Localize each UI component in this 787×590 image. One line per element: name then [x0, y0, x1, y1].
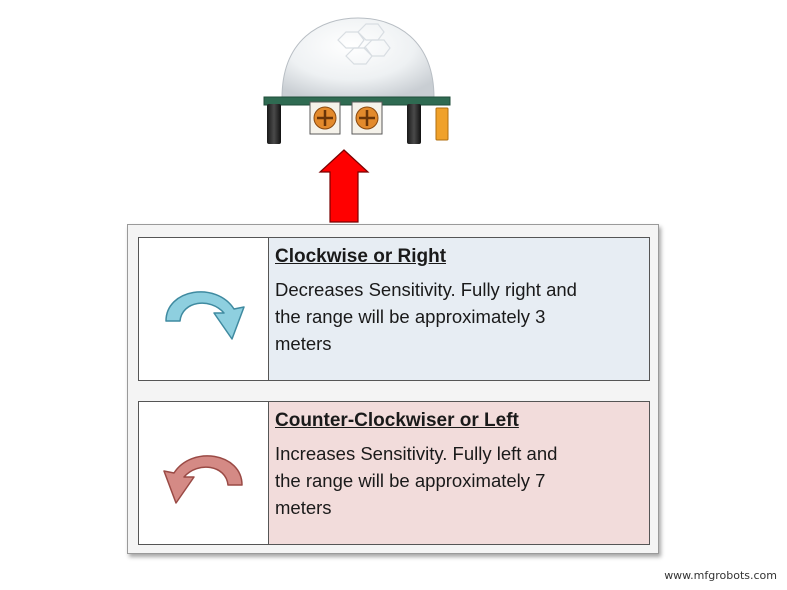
counter-clockwise-title: Counter-Clockwiser or Left: [275, 410, 519, 431]
pir-sensor-illustration: [263, 17, 451, 223]
right-post: [407, 104, 421, 144]
counter-clockwise-row: Counter-Clockwiser or Left Increases Sen…: [138, 401, 650, 545]
counter-clockwise-icon-cell: [139, 402, 269, 544]
jumper-pin: [435, 107, 449, 141]
fresnel-dome: [281, 17, 435, 99]
sensitivity-panel: Clockwise or Right Decreases Sensitivity…: [127, 224, 659, 554]
potentiometer-left: [309, 101, 341, 135]
clockwise-title: Clockwise or Right: [275, 246, 447, 267]
counter-clockwise-arrow-icon: [162, 455, 243, 504]
counter-clockwise-description: Increases Sensitivity. Fully left and th…: [275, 443, 558, 518]
watermark: www.mfgrobots.com: [664, 569, 777, 582]
clockwise-icon-cell: [139, 238, 269, 380]
clockwise-arrow-icon: [164, 291, 245, 340]
pointer-arrow: [318, 149, 370, 223]
left-post: [267, 104, 281, 144]
clockwise-text-cell: Clockwise or Right Decreases Sensitivity…: [269, 238, 649, 380]
counter-clockwise-text-cell: Counter-Clockwiser or Left Increases Sen…: [269, 402, 649, 544]
potentiometer-right: [351, 101, 383, 135]
clockwise-description: Decreases Sensitivity. Fully right and t…: [275, 279, 577, 354]
clockwise-row: Clockwise or Right Decreases Sensitivity…: [138, 237, 650, 381]
